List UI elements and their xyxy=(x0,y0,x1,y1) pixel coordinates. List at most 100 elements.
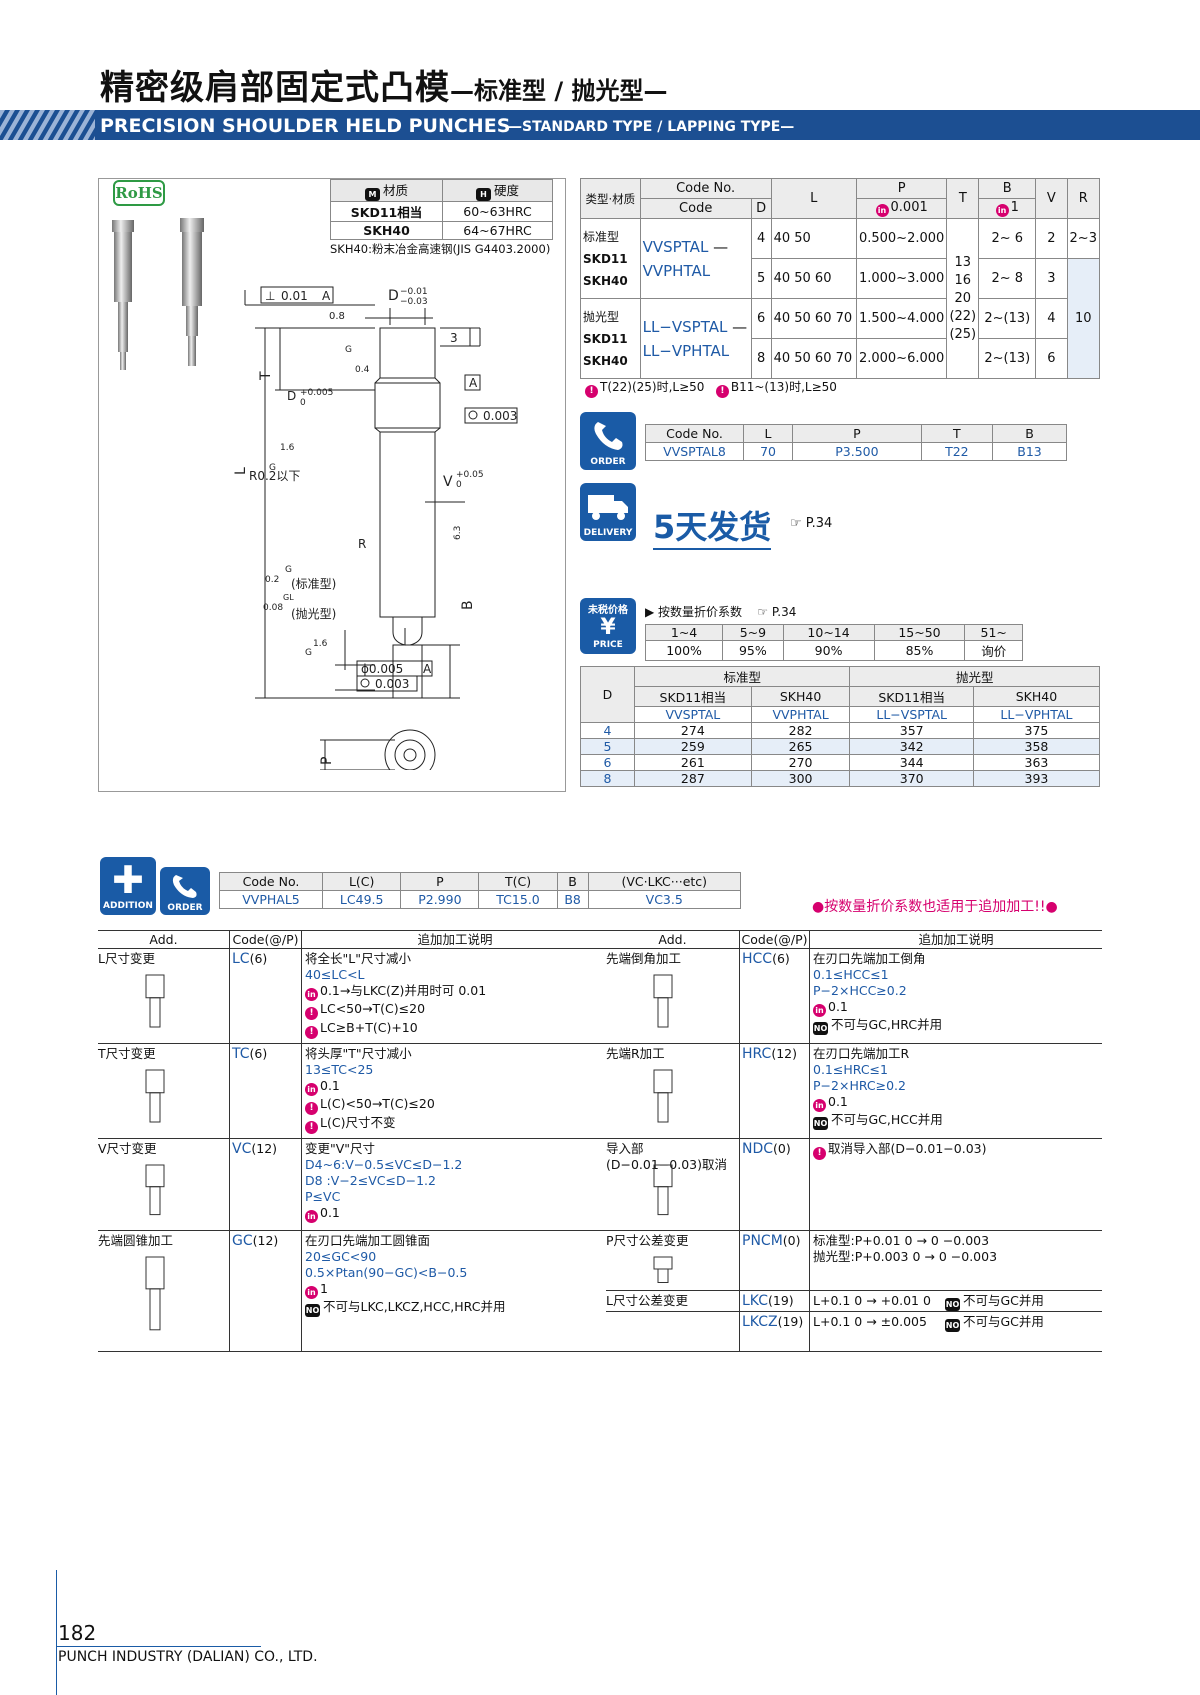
price-cell: 282 xyxy=(750,722,851,739)
spec-h-l: L xyxy=(770,178,857,219)
hardness-skd11: 60~63HRC xyxy=(442,201,553,222)
add-header: 追加加工说明 xyxy=(417,932,493,947)
spec-h-codeno: Code No. xyxy=(639,178,772,199)
perp-symbol: ⊥ xyxy=(265,289,275,303)
add-price: (12) xyxy=(251,1141,278,1156)
hardness-skh40: 64~67HRC xyxy=(442,221,553,240)
add-note: 不可与GC并用 xyxy=(963,1314,1044,1329)
add-line: 抛光型:P+0.003 0 → 0 −0.003 xyxy=(813,1249,998,1264)
price-m: SKH40 xyxy=(750,686,851,707)
add-price: (6) xyxy=(249,951,268,966)
price-cell: 357 xyxy=(849,722,974,739)
add-sketch xyxy=(138,1066,183,1131)
add-val: VVPHAL5 xyxy=(219,890,323,909)
add-header: Add. xyxy=(98,931,230,948)
gl-mark: GL xyxy=(283,593,294,602)
spec-r2: 10 xyxy=(1066,258,1101,379)
add-header: Code(@/P) xyxy=(740,931,810,948)
add-line: L+0.1 0 → ±0.005 xyxy=(813,1314,927,1329)
add-line: P≤VC xyxy=(305,1189,341,1204)
order-col: L xyxy=(742,424,794,443)
add-line: 13≤TC<25 xyxy=(305,1062,374,1077)
add-header: Code(@/P) xyxy=(230,931,302,948)
add-line: D4~6:V−0.5≤VC≤D−1.2 xyxy=(305,1157,463,1172)
spec-notes: !T(22)(25)时,L≥50 !B11~(13)时,L≥50 xyxy=(585,380,837,398)
spec-v: 2 xyxy=(1035,218,1068,259)
material-header: 材质 xyxy=(382,183,408,198)
title-band: PRECISION SHOULDER HELD PUNCHES —STANDAR… xyxy=(0,110,1200,140)
rough-16: 1.6 xyxy=(280,443,295,453)
spec-h-type: 类型·材质 xyxy=(580,178,641,219)
spec-h-r: R xyxy=(1066,178,1101,219)
add-line: 变更"V"尺寸 xyxy=(305,1141,376,1156)
delivery-text: 5天发货 xyxy=(653,502,772,550)
rough-08: 0.8 xyxy=(329,311,345,322)
d2-label: D xyxy=(287,389,296,403)
order-col: T xyxy=(920,424,994,443)
dim-3: 3 xyxy=(450,331,458,345)
code-vvphtal: VVPHTAL xyxy=(642,261,711,280)
hardness-header: 硬度 xyxy=(493,183,519,198)
price-cell: 265 xyxy=(750,738,851,755)
add-line: 不可与GC,HRC并用 xyxy=(831,1017,943,1032)
add-price: (0) xyxy=(773,1141,791,1156)
d2-tol-bot: 0 xyxy=(300,398,306,408)
title-en-sub: —STANDARD TYPE / LAPPING TYPE— xyxy=(508,119,795,135)
add-code: PNCM xyxy=(742,1233,783,1249)
add-line: P−2×HCC≥0.2 xyxy=(813,983,907,998)
price-cell: 358 xyxy=(972,738,1101,755)
add-val: B8 xyxy=(556,890,589,909)
delivery-badge: DELIVERY xyxy=(580,483,636,541)
price-cell: 259 xyxy=(634,738,752,755)
v-label: V xyxy=(443,474,453,490)
spec-l: 40 50 60 70 xyxy=(770,338,857,379)
code-vvsptal: VVSPTAL xyxy=(642,237,709,256)
delivery-ref: ☞ P.34 xyxy=(790,516,833,531)
delivery-badge-label: DELIVERY xyxy=(583,528,633,538)
spec-std-type: 标准型 xyxy=(583,229,620,244)
d-tol-top: −0.01 xyxy=(400,287,428,297)
spec-b: 2~ 8 xyxy=(978,258,1037,299)
rough-008: 0.08 xyxy=(263,603,283,613)
qty: 5~9 xyxy=(722,624,784,641)
g-mark-1: G xyxy=(345,345,352,355)
rate: 90% xyxy=(782,640,875,661)
addition-note: ●按数量折价系数也适用于追加加工!!● xyxy=(812,899,1058,915)
spec-p: 1.000~3.000 xyxy=(855,258,948,299)
spec-d: 4 xyxy=(750,218,772,259)
order-val: VVSPTAL8 xyxy=(645,442,744,461)
addition-order-badge: ORDER xyxy=(160,867,210,915)
price-cell: 370 xyxy=(849,770,974,787)
footer-hline xyxy=(56,1646,261,1647)
add-line: L(C)<50→T(C)≤20 xyxy=(320,1096,435,1111)
spec-l: 40 50 xyxy=(770,218,857,259)
add-line: P−2×HRC≥0.2 xyxy=(813,1078,906,1093)
spec-skd11-a: SKD11 xyxy=(583,251,628,266)
spec-lap-type: 抛光型 xyxy=(583,309,620,324)
add-sketch xyxy=(138,1161,183,1223)
spec-v: 4 xyxy=(1035,298,1068,339)
d-tol-bot: −0.03 xyxy=(400,297,428,307)
rate: 85% xyxy=(873,640,966,661)
spec-l: 40 50 60 70 xyxy=(770,298,857,339)
add-line: 在刃口先端加工倒角 xyxy=(813,951,926,966)
m-icon: M xyxy=(364,188,380,201)
technical-drawing: ⊥ 0.01 A D −0.01 −0.03 3 0.8 G 0.4 T D +… xyxy=(233,286,518,770)
d-label: D xyxy=(388,288,399,304)
spec-r1: 2~3 xyxy=(1066,218,1101,259)
add-name: 先端R加工 xyxy=(606,1046,665,1061)
spec-h-b-sub: 1 xyxy=(1010,200,1019,215)
stripe-pattern xyxy=(0,110,95,140)
price-badge: 未税价格 ¥ PRICE xyxy=(580,598,636,654)
price-d: 6 xyxy=(580,754,635,771)
add-line: 标准型:P+0.01 0 → 0 −0.003 xyxy=(813,1233,990,1248)
add-price: (6) xyxy=(249,1046,268,1061)
order-val: P3.500 xyxy=(792,442,922,461)
